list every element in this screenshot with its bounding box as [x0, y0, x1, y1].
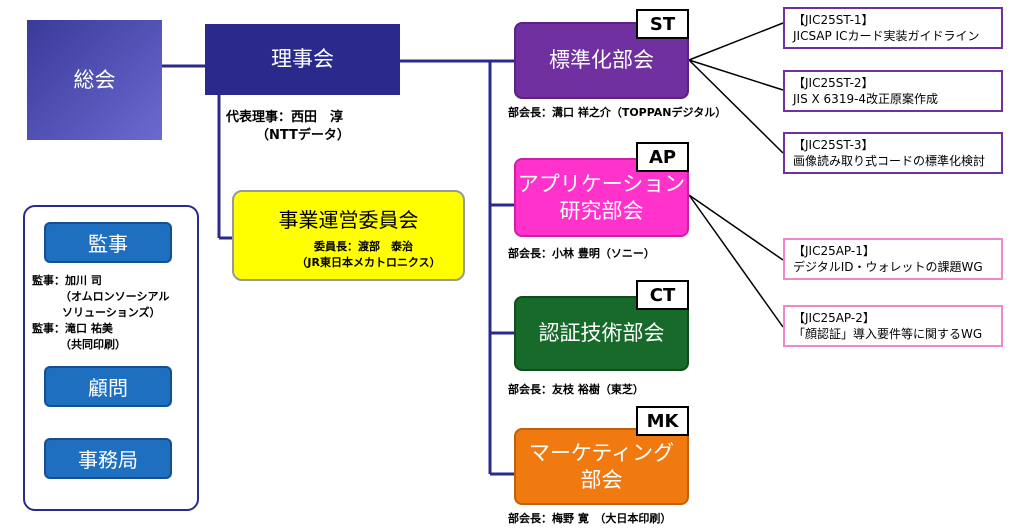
wg-st-1: 【JIC25ST-1】 JICSAP ICカード実装ガイドライン [783, 7, 1003, 49]
business-committee-chair: 委員長：渡部 泰治 [314, 240, 413, 253]
secretariat-label: 事務局 [78, 448, 138, 472]
wg-ap-2: 【JIC25AP-2】 「顔認証」導入要件等に関するWG [783, 305, 1003, 347]
subcommittee-ap-code: AP [636, 142, 689, 172]
wg-st-1-title: JICSAP ICカード実装ガイドライン [793, 29, 980, 43]
st-wg2-connector [688, 59, 784, 91]
wg-ap-1: 【JIC25AP-1】 デジタルID・ウォレットの課題WG [783, 238, 1003, 280]
auditor-label: 監事 [88, 232, 128, 256]
subcommittee-ct-label: 認証技術部会 [538, 321, 665, 345]
auditor1-company-cont: ソリューションズ） [62, 306, 161, 319]
subcommittee-ct-code: CT [636, 280, 689, 310]
subcommittee-ct-chair: 部会長：友枝 裕樹（東芝） [508, 383, 644, 396]
auditor1-name: 監事：加川 司 [32, 274, 102, 287]
subcommittee-ap-box: アプリケーション 研究部会 [514, 158, 689, 237]
ap-wg1-connector [688, 194, 784, 261]
subcommittee-mk-label-1: マーケティング [528, 440, 675, 465]
subcommittee-st-label: 標準化部会 [549, 48, 654, 72]
subcommittee-mk-label-2: 部会 [580, 467, 623, 492]
board-representative-company: （NTTデータ） [256, 128, 350, 143]
board-label: 理事会 [271, 47, 334, 71]
secretariat-button: 事務局 [44, 438, 172, 479]
auditor-button: 監事 [44, 222, 172, 263]
st-wg3-connector [688, 59, 784, 154]
general-assembly-box: 総会 [27, 20, 162, 140]
general-assembly-label: 総会 [73, 67, 116, 92]
wg-st-1-id: 【JIC25ST-1】 [793, 13, 874, 27]
business-committee-chair-company: （JR東日本メカトロニクス） [296, 256, 441, 269]
subcommittee-st-code: ST [636, 9, 689, 39]
business-committee-box: 事業運営委員会 委員長：渡部 泰治 （JR東日本メカトロニクス） [232, 190, 465, 281]
subcommittee-mk-chair: 部会長：梅野 寛 （大日本印刷） [508, 512, 672, 525]
wg-st-3-id: 【JIC25ST-3】 [793, 138, 874, 152]
auditor2-name: 監事：滝口 祐美 [32, 322, 113, 335]
board-representative-name: 代表理事：西田 淳 [226, 110, 344, 125]
auditor1-company: （オムロンソーシアル [60, 290, 170, 303]
ap-wg2-connector [688, 194, 784, 328]
st-wg1-connector [688, 22, 784, 61]
board-representative: 代表理事：西田 淳 （NTTデータ） [226, 109, 350, 145]
wg-st-2-id: 【JIC25ST-2】 [793, 76, 874, 90]
subcommittee-mk-box: マーケティング 部会 [514, 428, 689, 505]
subcommittee-st-chair: 部会長：溝口 祥之介（TOPPANデジタル） [508, 106, 727, 119]
auditor2-company: （共同印刷） [60, 338, 126, 351]
business-committee-label: 事業運営委員会 [278, 208, 419, 232]
auditor-list: 監事：加川 司 （オムロンソーシアル ソリューションズ） 監事：滝口 祐美 （共… [32, 273, 169, 353]
board-box: 理事会 [205, 24, 400, 95]
wg-st-2: 【JIC25ST-2】 JIS X 6319-4改正原案作成 [783, 70, 1003, 112]
wg-st-2-title: JIS X 6319-4改正原案作成 [793, 92, 939, 106]
wg-ap-2-id: 【JIC25AP-2】 [793, 311, 875, 325]
subcommittee-ap-label-1: アプリケーション [517, 171, 686, 196]
subcommittee-ap-chair: 部会長：小林 豊明（ソニー） [508, 247, 655, 260]
advisor-label: 顧問 [88, 376, 128, 400]
wg-ap-1-title: デジタルID・ウォレットの課題WG [793, 260, 983, 274]
wg-st-3: 【JIC25ST-3】 画像読み取り式コードの標準化検討 [783, 132, 1003, 174]
wg-ap-2-title: 「顔認証」導入要件等に関するWG [793, 327, 983, 341]
wg-ap-1-id: 【JIC25AP-1】 [793, 244, 875, 258]
wg-st-3-title: 画像読み取り式コードの標準化検討 [793, 154, 986, 168]
subcommittee-ap-label-2: 研究部会 [559, 198, 644, 223]
subcommittee-mk-code: MK [636, 406, 689, 436]
advisor-button: 顧問 [44, 366, 172, 407]
